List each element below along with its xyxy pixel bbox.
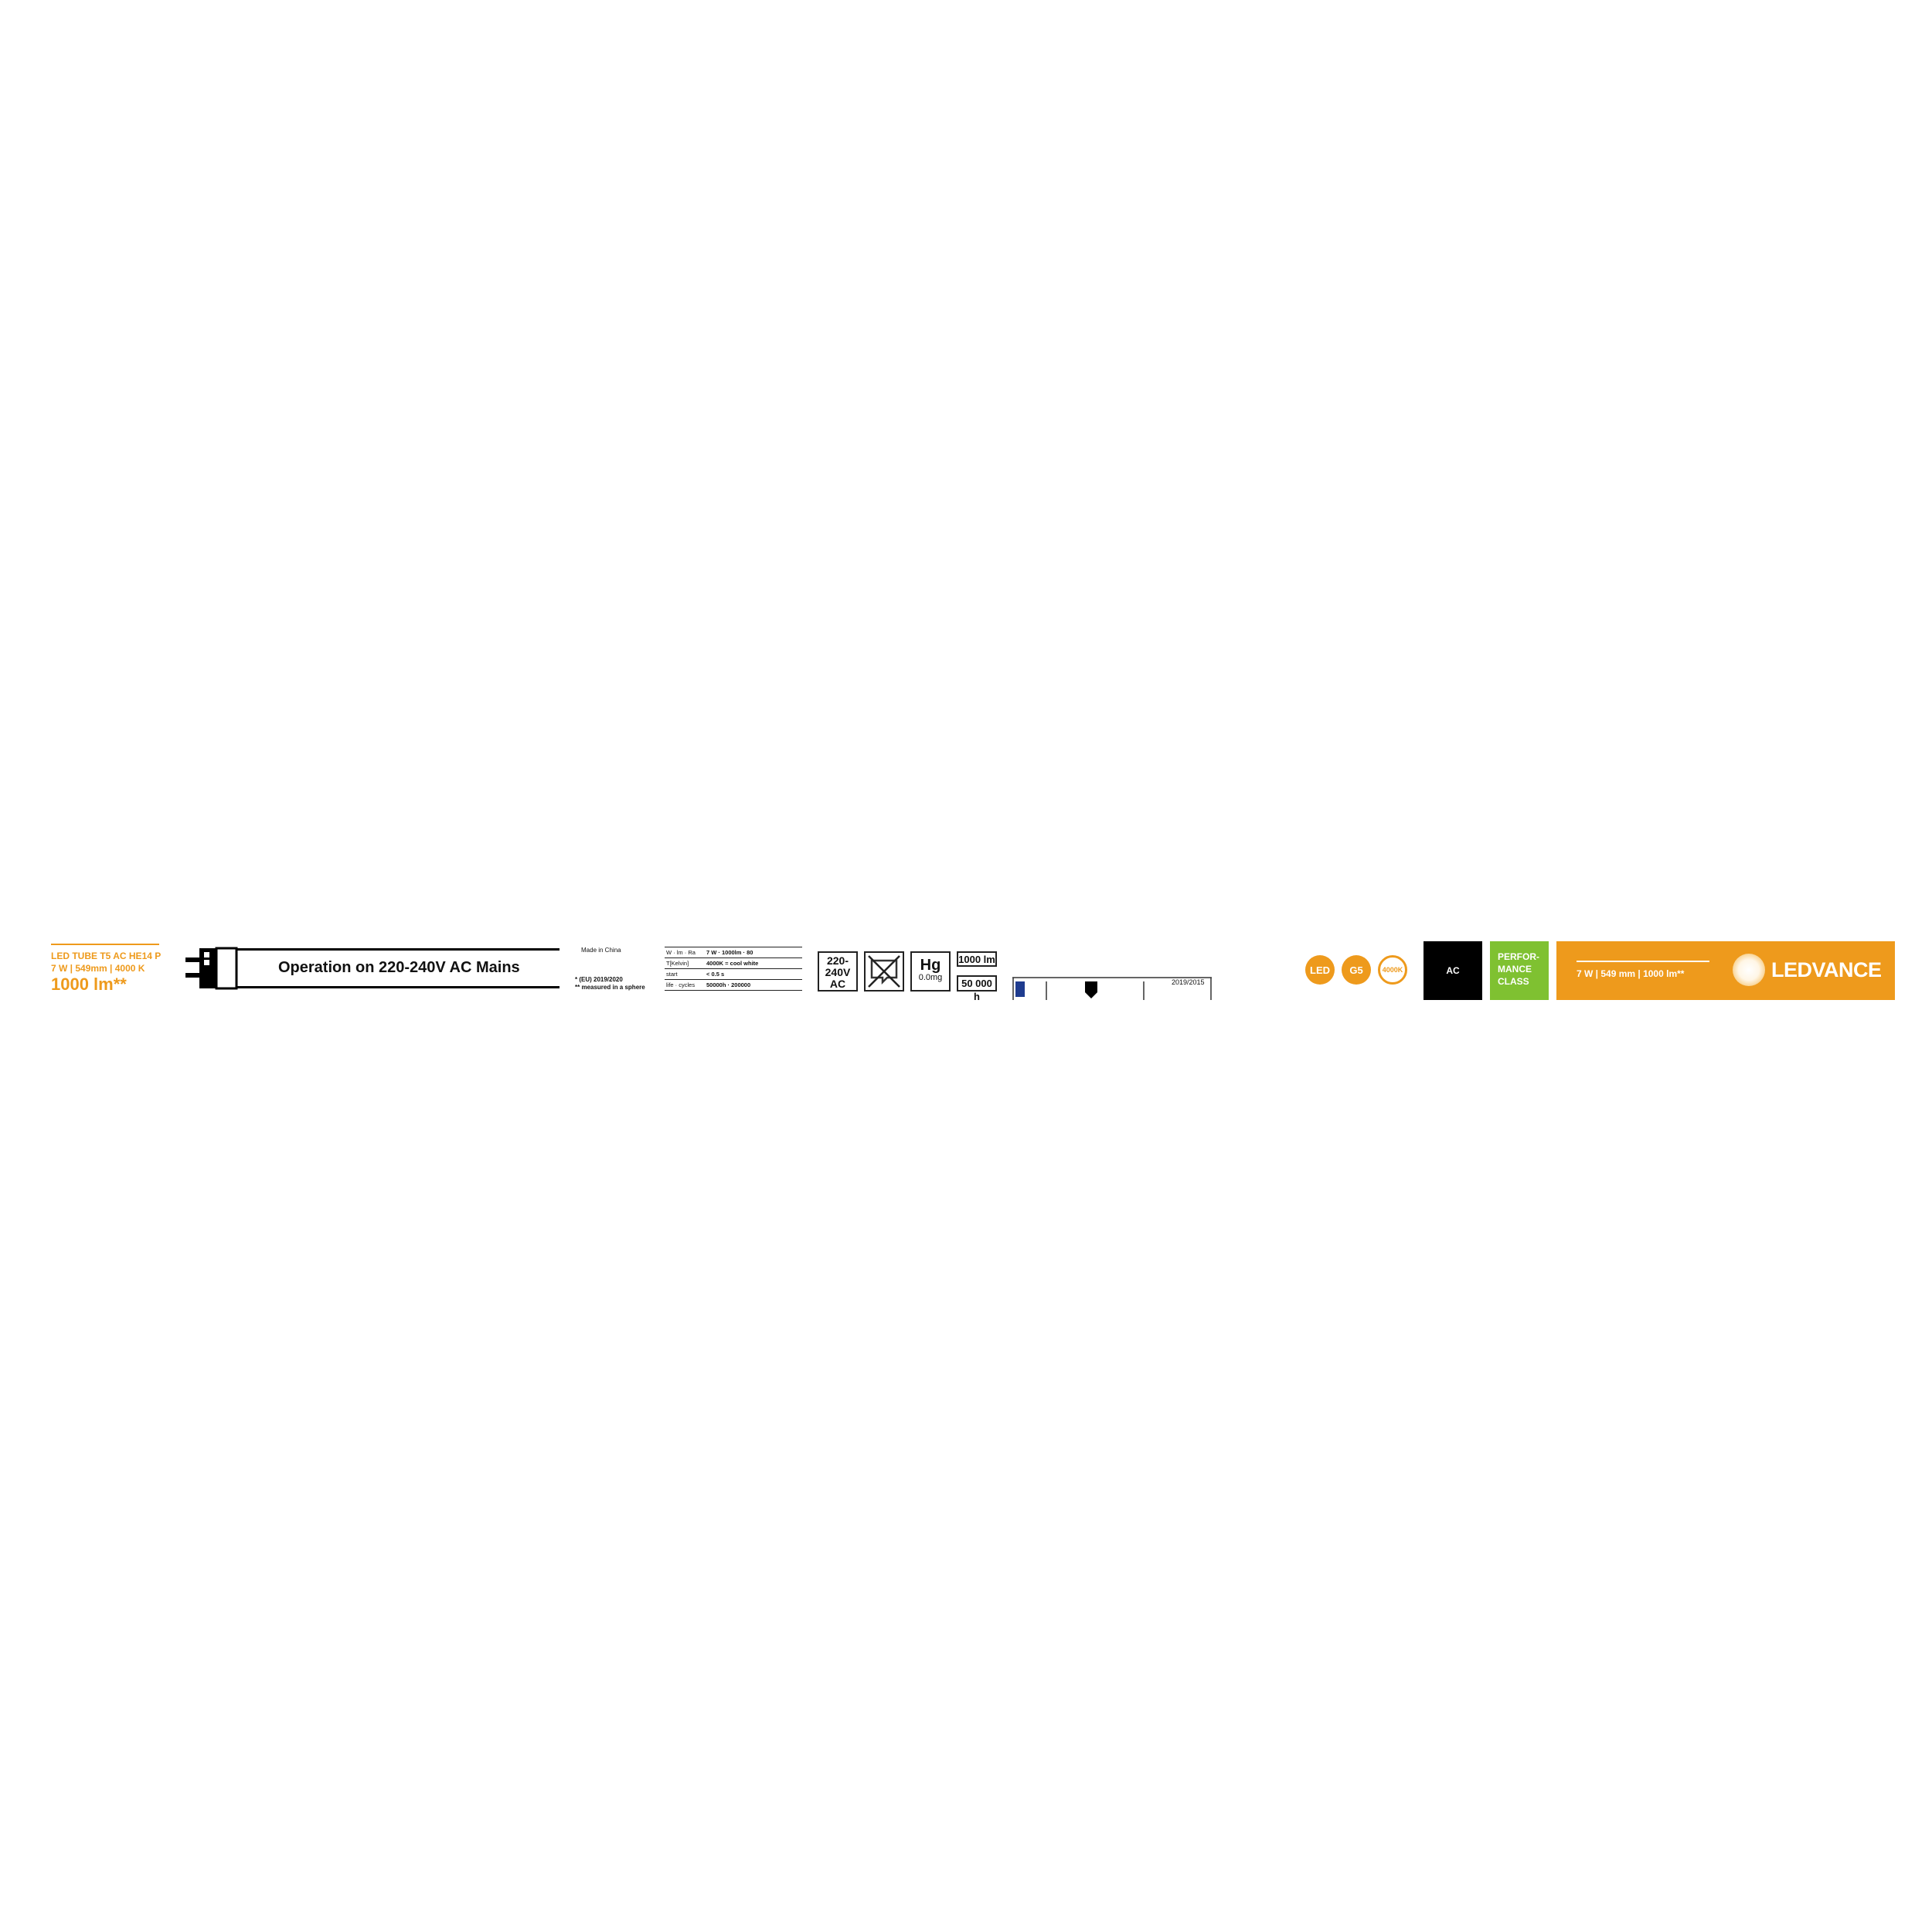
product-lumen: 1000 lm** xyxy=(51,975,127,994)
spec-value: 7 W · 1000lm · 80 xyxy=(706,949,753,956)
not-dimmable-graphic xyxy=(868,955,900,988)
voltage-line: 240V xyxy=(825,966,851,978)
ac-panel: AC xyxy=(1423,941,1482,1000)
spec-key: start xyxy=(666,971,678,978)
product-name: LED TUBE T5 AC HE14 P xyxy=(51,951,162,961)
tube-diagram xyxy=(185,947,560,990)
tube-body xyxy=(215,947,238,990)
mercury-value: 0.0mg xyxy=(918,973,943,982)
voltage-line: AC xyxy=(829,978,846,990)
color-temperature-badge: 4000K xyxy=(1378,955,1407,985)
spec-value: < 0.5 s xyxy=(706,971,725,978)
spec-row: life · cycles 50000h · 200000 xyxy=(665,979,802,991)
sphere-note: ** measured in a sphere xyxy=(575,984,645,991)
tube-pin-top xyxy=(185,957,202,962)
not-dimmable-icon xyxy=(864,951,904,992)
spec-row: W · lm · Ra 7 W · 1000lm · 80 xyxy=(665,947,802,957)
tube-end-window xyxy=(204,960,209,965)
lumen-icon: 1000 lm xyxy=(957,951,997,967)
brand-panel: 7 W | 549 mm | 1000 lm** LEDVANCE xyxy=(1556,941,1895,1000)
spec-table: W · lm · Ra 7 W · 1000lm · 80 T[Kelvin] … xyxy=(665,947,802,991)
title-divider xyxy=(51,944,159,945)
energy-label-strip xyxy=(1012,977,1212,1000)
spec-key: W · lm · Ra xyxy=(666,949,696,956)
mercury-icon: Hg 0.0mg xyxy=(910,951,951,992)
sun-logo-icon xyxy=(1733,954,1765,986)
performance-class-panel: PERFOR- MANCE CLASS xyxy=(1490,941,1549,1000)
performance-line: MANCE xyxy=(1498,964,1532,975)
spec-value: 4000K = cool white xyxy=(706,960,759,967)
spec-key: life · cycles xyxy=(666,981,696,988)
spec-key: T[Kelvin] xyxy=(666,960,689,967)
mercury-symbol: Hg xyxy=(920,957,941,974)
brand-logo: LEDVANCE xyxy=(1771,958,1882,981)
tube-pin-bottom xyxy=(185,973,202,978)
operation-text: Operation on 220-240V AC Mains xyxy=(278,959,520,976)
spec-value: 50000h · 200000 xyxy=(706,981,751,988)
led-badge: LED xyxy=(1305,955,1335,985)
brand-divider xyxy=(1577,961,1709,962)
qr-badge-icon xyxy=(1085,981,1097,998)
brand-specs: 7 W | 549 mm | 1000 lm** xyxy=(1577,968,1685,979)
voltage-line: 220- xyxy=(826,954,849,967)
lifetime-icon: 50 000 h xyxy=(957,975,997,1002)
regulation-note: * (EU) 2019/2020 xyxy=(575,976,623,983)
spec-row: start < 0.5 s xyxy=(665,968,802,979)
label-regulation-year: 2019/2015 xyxy=(1172,978,1205,986)
made-in-text: Made in China xyxy=(581,947,621,954)
spec-row: T[Kelvin] 4000K = cool white xyxy=(665,957,802,968)
tube-end-window xyxy=(204,952,209,957)
eu-flag-icon xyxy=(1015,981,1025,997)
product-specs: 7 W | 549mm | 4000 K xyxy=(51,963,145,974)
voltage-icon: 220- 240V AC xyxy=(818,951,858,992)
performance-line: CLASS xyxy=(1498,976,1529,987)
base-badge: G5 xyxy=(1342,955,1371,985)
performance-line: PERFOR- xyxy=(1498,951,1539,962)
